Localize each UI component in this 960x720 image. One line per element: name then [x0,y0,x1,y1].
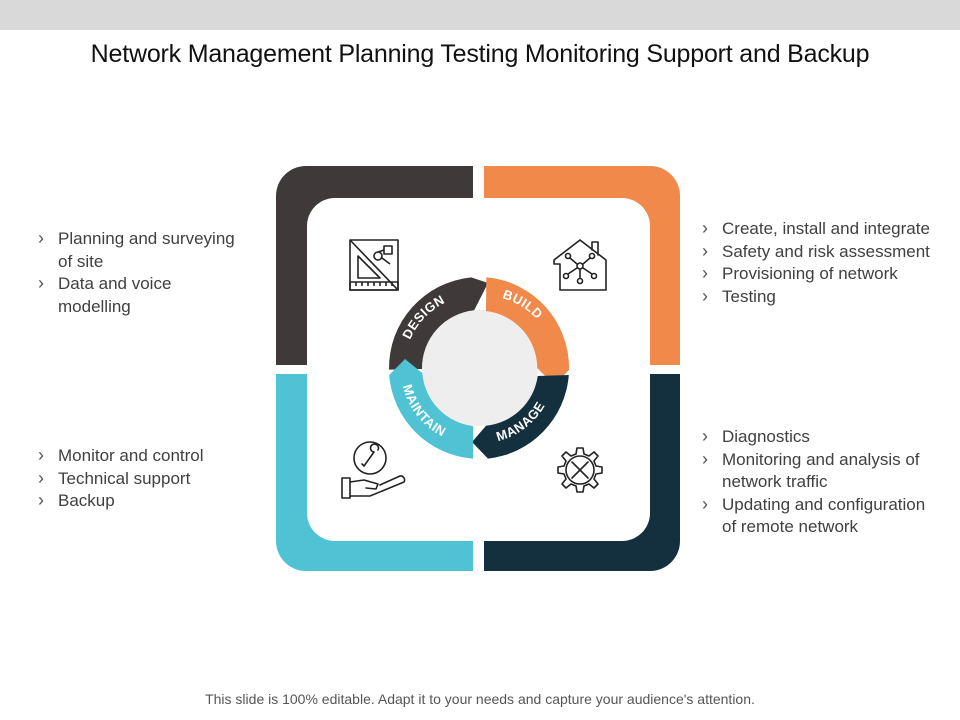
bullet-item: Technical support [38,467,258,491]
top-banner [0,0,960,30]
footer-note: This slide is 100% editable. Adapt it to… [205,691,755,707]
bullet-item: Safety and risk assessment [702,240,942,264]
build-bullet-list: Create, install and integrate Safety and… [702,217,942,309]
bullet-item: Create, install and integrate [702,217,942,241]
bullet-item: Testing [702,285,942,309]
smart-home-network-icon [553,239,607,291]
manage-bullet-list: Diagnostics Monitoring and analysis of n… [702,425,942,539]
bullet-item: Backup [38,489,258,513]
bullet-item: Data and voice modelling [38,272,238,318]
bullet-item: Monitor and control [38,444,258,468]
ring-segment-build [486,277,570,385]
design-bullet-list: Planning and surveying of site Data and … [38,227,238,318]
blueprint-ruler-icon [349,239,399,291]
ring-segment-design [388,277,488,370]
bullet-item: Provisioning of network [702,262,942,286]
center-circle [422,310,538,426]
bullet-item: Diagnostics [702,425,942,449]
ring-segment-maintain [389,359,473,459]
bullet-item: Updating and configuration of remote net… [702,493,942,539]
bullet-item: Planning and surveying of site [38,227,238,273]
gear-wrench-settings-icon [557,447,603,493]
cycle-diagram: DESIGN BUILD MANAGE MAINTAIN [276,166,680,571]
bullet-item: Monitoring and analysis of network traff… [702,448,942,494]
ring-segment-manage [472,375,569,459]
slide-title: Network Management Planning Testing Moni… [90,40,870,68]
maintain-bullet-list: Monitor and control Technical support Ba… [38,444,258,513]
hand-wrench-support-icon [341,441,406,499]
